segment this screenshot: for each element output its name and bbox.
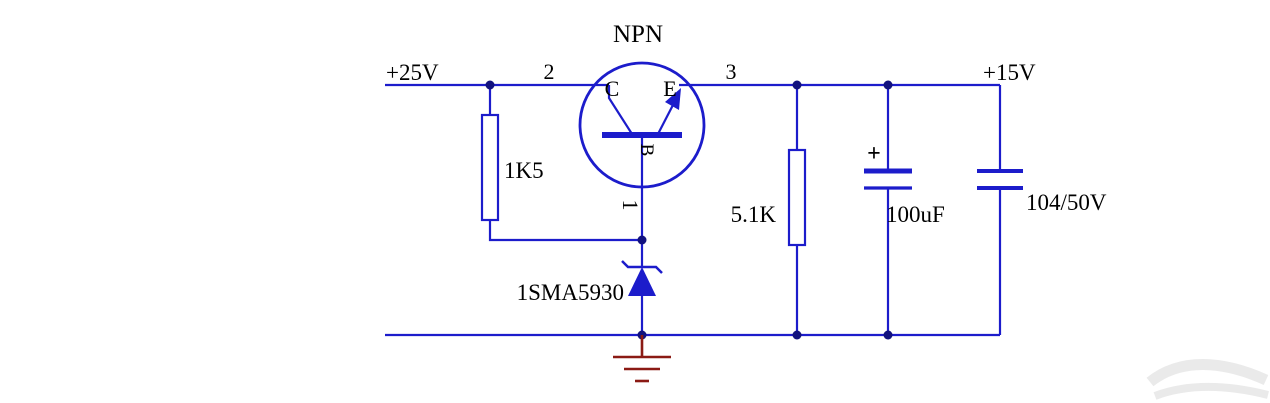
transistor-type-label: NPN [613, 21, 663, 48]
pin-collector-name: C [605, 76, 620, 101]
zener-part-number: 1SMA5930 [517, 280, 624, 305]
resistor-r2-value: 5.1K [731, 202, 777, 227]
junction-dots [485, 80, 893, 340]
resistor-r2-body [787, 148, 807, 247]
junction-dot [637, 235, 647, 245]
input-rail-label: +25V [386, 60, 439, 85]
wire-r1-bottom [488, 220, 642, 242]
output-rail-label: +15V [983, 60, 1036, 85]
capacitor-c1-value: 100uF [886, 202, 945, 227]
zener-triangle-icon [628, 267, 656, 296]
resistor-r1-value: 1K5 [504, 158, 544, 183]
watermark-smudge [1146, 359, 1269, 400]
capacitor-c1-polarity-sign: + [867, 141, 881, 167]
pin-emitter-number: 3 [726, 59, 737, 84]
ground-symbol-icon [613, 335, 671, 383]
junction-dot [792, 330, 802, 340]
junction-dot [485, 80, 495, 90]
wires [385, 83, 1002, 337]
pin-emitter-name: E [663, 76, 676, 101]
junction-dot [792, 80, 802, 90]
emitter-arrow-icon [665, 88, 681, 110]
pin-base-name: B [636, 144, 657, 157]
pin-collector-number: 2 [544, 59, 555, 84]
resistor-r1-body [480, 113, 500, 222]
junction-dot [883, 80, 893, 90]
labels: NPN C E B 2 3 1 +25V +15V 1K5 5.1K 100uF… [386, 21, 1107, 305]
wire-collector-lead [607, 85, 633, 135]
components [480, 61, 1023, 274]
junction-dot [883, 330, 893, 340]
component-fills [628, 88, 681, 296]
capacitor-c2-value: 104/50V [1026, 190, 1107, 215]
transistor-body [578, 61, 706, 189]
pin-base-number: 1 [618, 200, 643, 211]
wire-emitter-lead [657, 102, 675, 135]
